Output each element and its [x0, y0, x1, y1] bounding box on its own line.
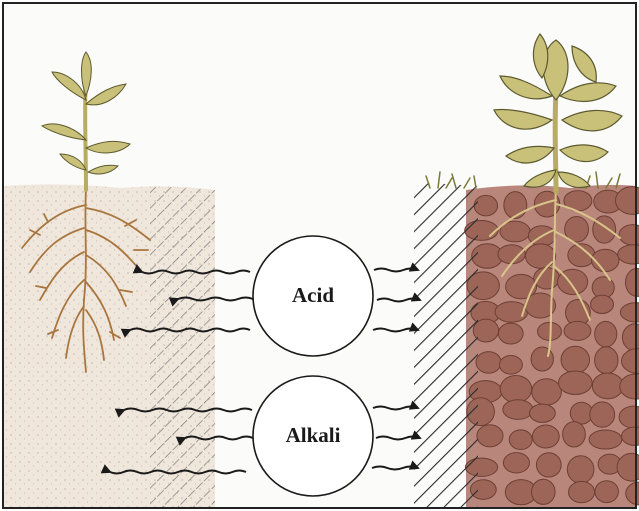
clay-clod — [476, 352, 501, 374]
clay-clod — [532, 379, 562, 405]
clay-clod — [561, 346, 589, 373]
clay-clod — [595, 321, 617, 347]
clay-clod — [558, 371, 592, 395]
clay-clod — [593, 216, 616, 243]
clay-clod — [536, 453, 561, 477]
clay-clod — [532, 425, 559, 448]
clay-clod — [477, 425, 503, 447]
clay-clod — [503, 453, 529, 473]
acid-label: Acid — [253, 283, 373, 308]
clay-clod — [500, 375, 531, 402]
clay-clod — [570, 402, 592, 424]
clay-clod — [525, 244, 555, 268]
clay-clod — [503, 400, 533, 420]
alkali-label: Alkali — [253, 423, 373, 448]
clay-clod — [499, 355, 522, 374]
clay-clod — [590, 402, 615, 427]
clay-clod — [564, 321, 591, 340]
clay-clod — [569, 481, 595, 502]
clay-clod — [591, 295, 614, 313]
clay-clod — [595, 347, 618, 374]
clay-clod — [531, 347, 553, 371]
clay-clod — [530, 404, 556, 422]
clay-clod — [592, 373, 623, 399]
clay-clod — [498, 323, 523, 344]
clay-clod — [567, 456, 594, 483]
sandy-leach-hatch — [150, 186, 215, 508]
right-plant-stem — [555, 90, 556, 192]
clay-clod — [563, 422, 586, 447]
clay-clod — [589, 430, 622, 449]
clay-clod — [509, 430, 532, 450]
clay-clod — [504, 192, 527, 219]
clay-clod — [532, 479, 556, 504]
clay-hatch — [414, 182, 478, 508]
clay-clod — [498, 245, 525, 264]
clay-clod — [595, 481, 618, 503]
